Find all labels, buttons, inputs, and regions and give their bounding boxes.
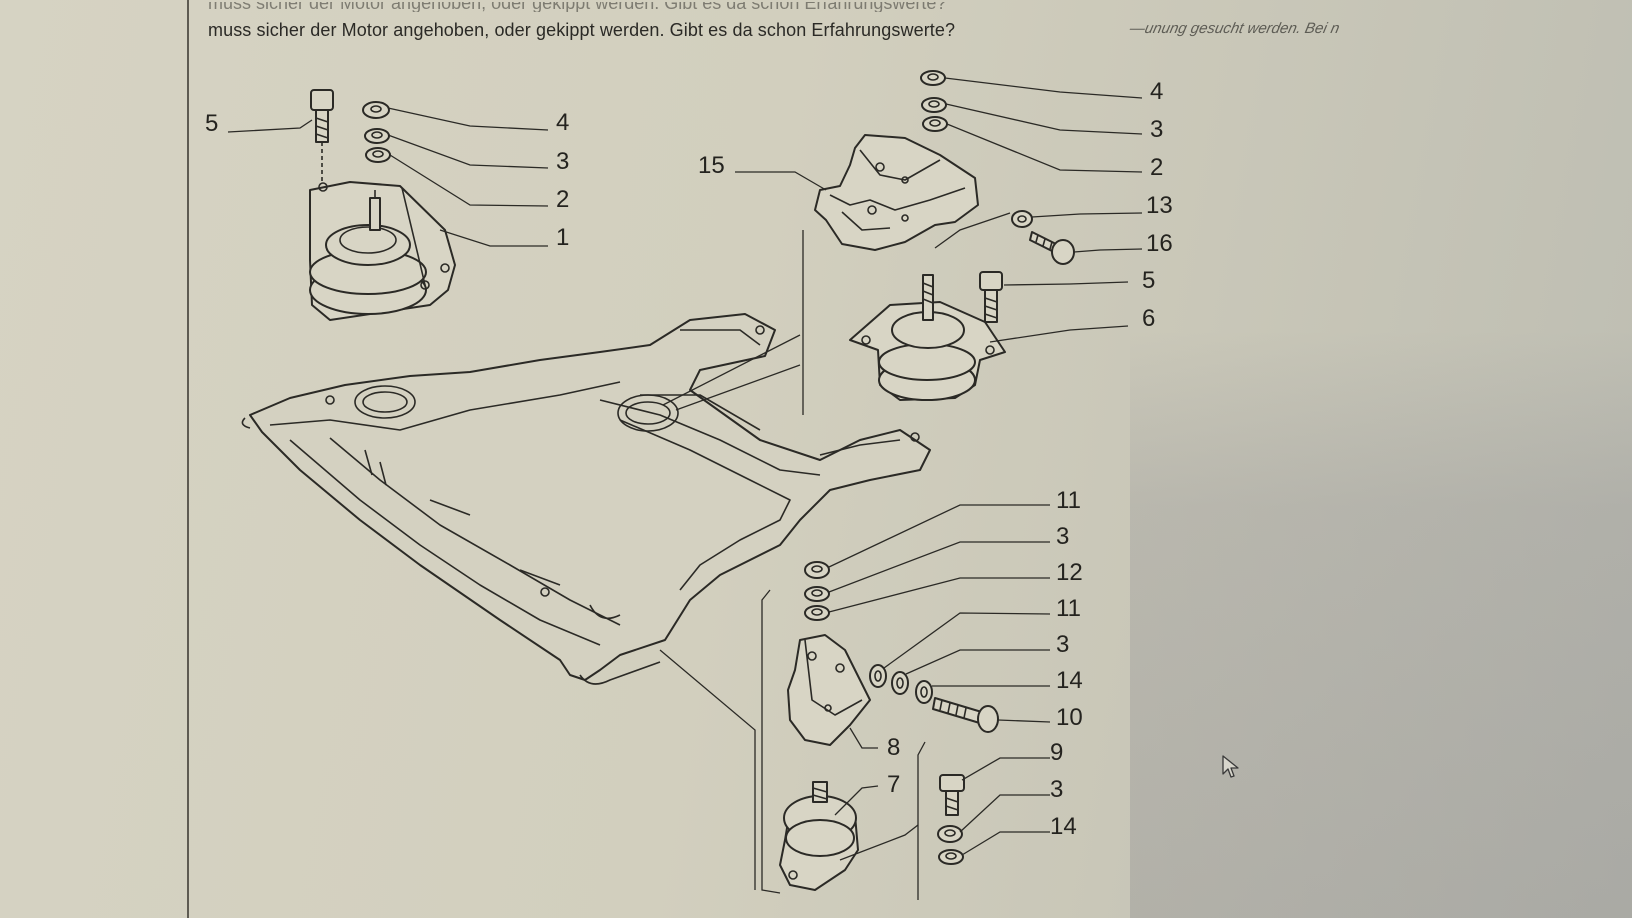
label-left-4: 4 xyxy=(556,109,569,136)
left-labels: 5 4 3 2 1 xyxy=(205,109,569,251)
mount-7 xyxy=(779,781,859,891)
bracket-15 xyxy=(814,134,979,251)
label-lr-14b: 14 xyxy=(1050,813,1077,840)
page-margin-rule xyxy=(187,0,189,918)
leader-frame-to-mount-2 xyxy=(675,364,801,411)
cursor-arrow-icon xyxy=(1222,755,1239,778)
lower-enclosure-frame-leader xyxy=(659,649,756,890)
bolt-5-right xyxy=(979,271,1003,323)
label-lr-11a: 11 xyxy=(1056,487,1081,514)
label-ur-16: 16 xyxy=(1146,230,1173,257)
question-text: muss sicher der Motor angehoben, oder ge… xyxy=(208,20,956,40)
label-lr-12: 12 xyxy=(1056,559,1083,586)
label-left-2: 2 xyxy=(556,186,569,213)
upper-right-leaders xyxy=(735,77,1143,343)
label-ur-2: 2 xyxy=(1150,154,1163,181)
label-lr-11b: 11 xyxy=(1056,595,1081,622)
leader-frame-to-mount xyxy=(662,334,801,406)
label-ur-3: 3 xyxy=(1150,116,1163,143)
bracket-8 xyxy=(787,634,871,746)
bolt-9-washers xyxy=(937,774,965,865)
upper-right-washers xyxy=(920,70,948,132)
left-washers xyxy=(362,101,391,163)
label-lr-9: 9 xyxy=(1050,739,1063,766)
label-ur-15: 15 xyxy=(698,152,725,179)
label-left-5: 5 xyxy=(205,110,218,137)
label-lr-3b: 3 xyxy=(1056,631,1069,658)
label-lr-7: 7 xyxy=(887,771,900,798)
lower-right-leaders xyxy=(828,504,1051,861)
bolt-5-left xyxy=(310,89,334,182)
left-engine-mount xyxy=(309,181,456,321)
lower-enclosure-right xyxy=(917,741,926,900)
lower-right-labels: 11 3 12 11 3 14 10 8 9 7 3 14 xyxy=(887,487,1083,840)
mount-6 xyxy=(849,274,1006,401)
lower-enclosure-left xyxy=(761,589,781,894)
label-lr-8: 8 xyxy=(887,734,900,761)
cutoff-text-line: muss sicher der Motor angehoben, oder ge… xyxy=(208,2,947,12)
left-leaders xyxy=(227,107,549,247)
label-ur-13: 13 xyxy=(1146,192,1173,219)
label-lr-14a: 14 xyxy=(1056,667,1083,694)
label-lr-3c: 3 xyxy=(1050,776,1063,803)
label-lr-10: 10 xyxy=(1056,704,1083,731)
label-ur-4: 4 xyxy=(1150,78,1163,105)
label-ur-5: 5 xyxy=(1142,267,1155,294)
washers-and-bolt-10 xyxy=(869,664,999,733)
nut-13-bolt-16 xyxy=(1011,210,1075,265)
lower-washer-stack xyxy=(804,561,830,621)
label-ur-6: 6 xyxy=(1142,305,1155,332)
upper-right-labels: 15 4 3 2 13 16 5 6 xyxy=(698,78,1173,332)
label-lr-3a: 3 xyxy=(1056,523,1069,550)
subframe xyxy=(241,313,931,685)
label-left-3: 3 xyxy=(556,148,569,175)
label-left-1: 1 xyxy=(556,224,569,251)
